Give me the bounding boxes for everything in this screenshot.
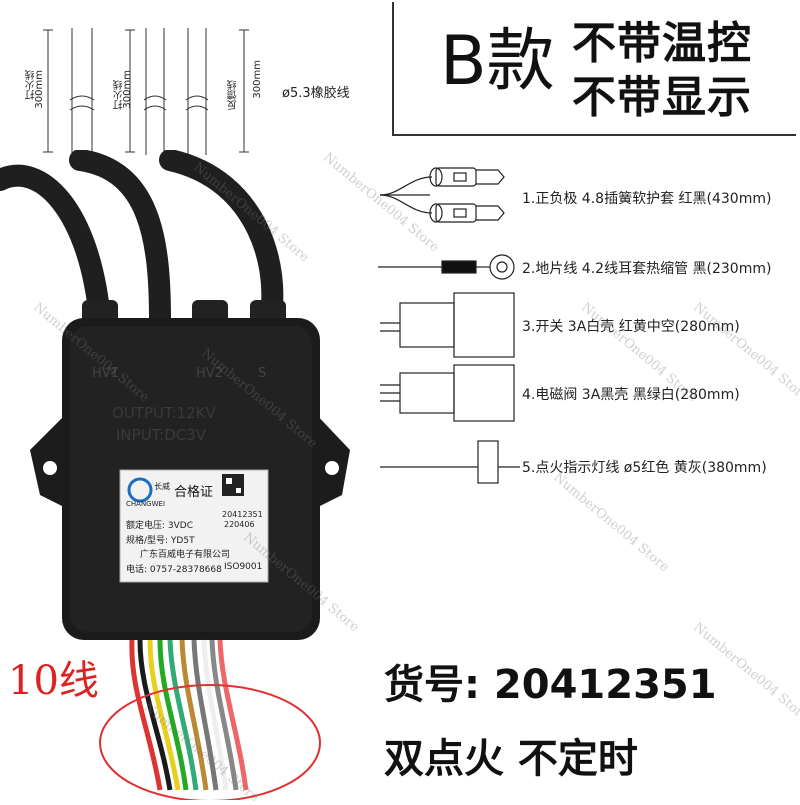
brand-cn: 长威 [154,482,170,491]
wire-spec-4: 4.电磁阀 3A黑壳 黑绿白(280mm) [522,387,740,403]
cable-dimension-drawing [43,28,249,155]
wire2-length: 300mm [122,70,133,109]
wire-spec-1: 1.正负极 4.8插簧软护套 红黑(430mm) [522,191,772,207]
production-date: 220406 [224,520,255,529]
s-mark: S [258,366,267,381]
wire-spec-5: 5.点火指示灯线 ø5红色 黄灰(380mm) [522,460,767,476]
hv1-mark: HV1 [92,366,119,381]
iso-mark: ISO9001 [224,562,263,572]
title-box [392,2,796,136]
connector-diagrams [378,167,520,484]
wire-spec-2: 2.地片线 4.2线耳套热缩管 黑(230mm) [522,261,772,277]
cert-title: 合格证 [174,485,214,500]
item-number: 货号: 20412351 [384,662,717,708]
brand-en: CHANGWEI [126,500,166,508]
company-name: 广东百威电子有限公司 [140,550,231,560]
igniter-device [0,150,350,800]
wire3-length: 300mm [252,60,263,99]
cable-spec: ø5.3橡胶线 [282,86,350,101]
wire-spec-3: 3.开关 3A白壳 红黄中空(280mm) [522,319,740,335]
wire3-label: 反馈线 [228,80,239,110]
ten-wire-label: 10线 [8,658,99,704]
serial-code: 20412351 [222,510,263,519]
hv2-mark: HV2 [196,366,223,381]
wire1-length: 300mm [34,70,45,109]
title-line-2: 不带显示 [572,72,752,123]
title-line-1: 不带温控 [572,18,752,69]
watermark: NumberOne004 Store [550,470,672,576]
output-spec: OUTPUT:12KV [112,404,216,422]
model-letter: B款 [440,22,555,101]
input-spec: INPUT:DC3V [116,426,207,444]
feature-label: 双点火 不定时 [384,736,638,782]
model-spec: 规格/型号: YD5T [126,536,195,546]
company-phone: 电话: 0757-28378668 [126,565,222,575]
rated-voltage: 额定电压: 3VDC [126,521,193,531]
